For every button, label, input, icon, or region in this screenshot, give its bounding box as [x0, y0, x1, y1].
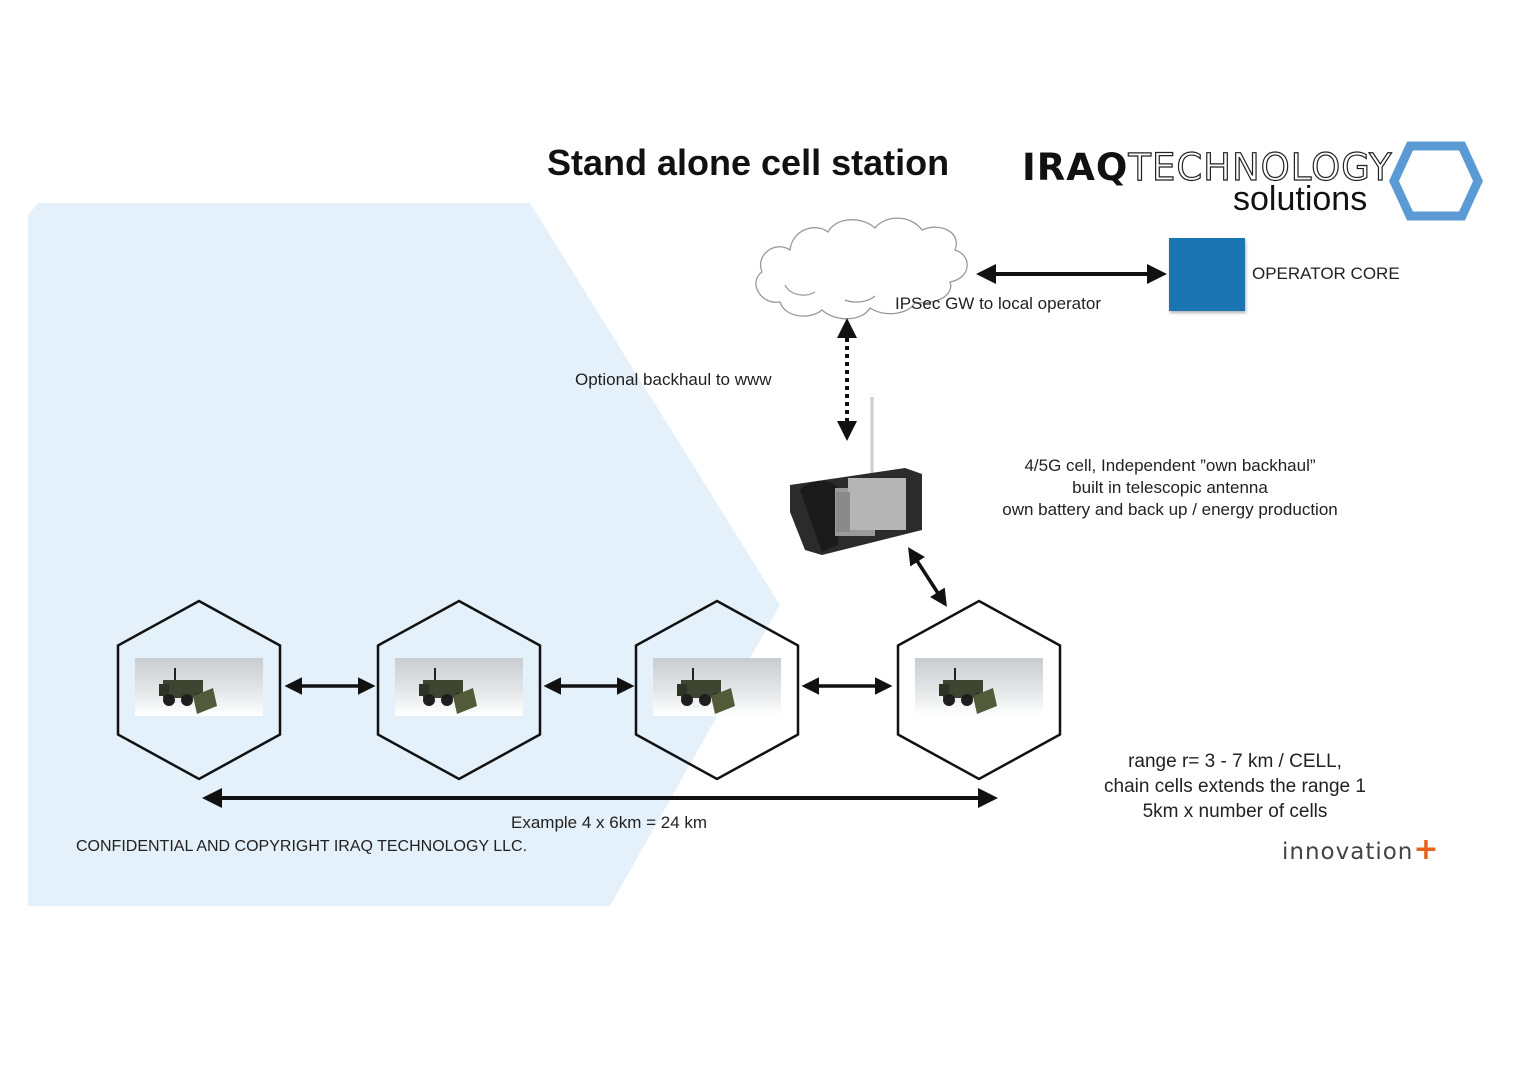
cell-station-line: built in telescopic antenna: [1072, 478, 1268, 497]
backhaul-label: Optional backhaul to www: [575, 370, 772, 389]
range-description: range r= 3 - 7 km / CELL, chain cells ex…: [1060, 749, 1410, 824]
cell-station-description: 4/5G cell, Independent ”own backhaul” bu…: [960, 455, 1380, 521]
coverage-area: [28, 203, 780, 906]
range-line: 5km x number of cells: [1142, 801, 1328, 822]
range-line: chain cells extends the range 1: [1104, 776, 1366, 797]
confidential-notice: CONFIDENTIAL AND COPYRIGHT IRAQ TECHNOLO…: [76, 838, 528, 855]
cell-hexagon: [116, 599, 282, 781]
cell-hexagon: [634, 599, 800, 781]
ipsec-label: IPSec GW to local operator: [895, 294, 1101, 313]
page-title: Stand alone cell station: [547, 142, 950, 183]
military-vehicle-icon: [395, 658, 523, 716]
company-logo: IRAQTECHNOLOGY: [1022, 145, 1393, 189]
range-line: range r= 3 - 7 km / CELL,: [1128, 751, 1342, 772]
logo-subtitle: solutions: [1233, 180, 1368, 218]
example-label: Example 4 x 6km = 24 km: [511, 813, 708, 832]
innovation-text: innovation: [1282, 839, 1414, 865]
plus-icon: +: [1413, 832, 1440, 867]
cell-station-line: 4/5G cell, Independent ”own backhaul”: [1024, 456, 1316, 475]
military-vehicle-icon: [135, 658, 263, 716]
station-link-arrow: [908, 547, 947, 607]
cloud-icon: [755, 217, 968, 320]
military-vehicle-icon: [915, 658, 1043, 716]
cell-station-icon: [790, 397, 922, 555]
logo-brand-part2: TECHNOLOGY: [1128, 145, 1393, 189]
logo-hexagon-icon: [1389, 141, 1483, 221]
cell-station-line: own battery and back up / energy product…: [1002, 500, 1338, 519]
logo-brand-part1: IRAQ: [1022, 146, 1129, 189]
operator-core-label: OPERATOR CORE: [1252, 264, 1400, 283]
cell-hexagon: [376, 599, 542, 781]
operator-core-box: [1169, 238, 1245, 311]
innovation-logo: innovation+: [1282, 832, 1440, 867]
military-vehicle-icon: [653, 658, 781, 716]
